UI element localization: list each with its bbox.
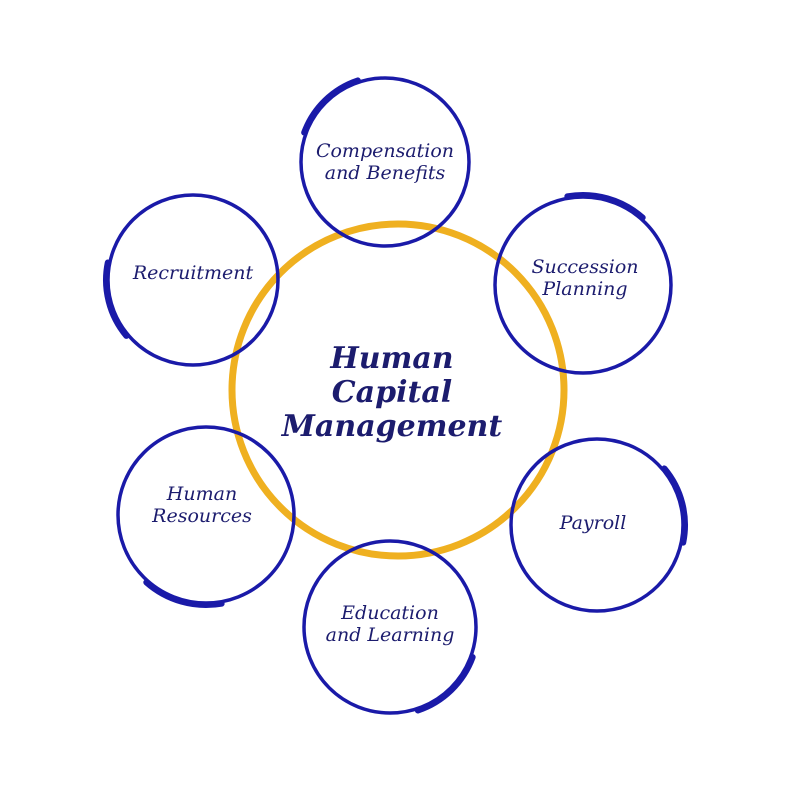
node-ring-accent	[564, 192, 646, 221]
center-title-line: Management	[281, 409, 503, 444]
center-title-line: Capital	[331, 375, 453, 410]
node-label-line: Payroll	[559, 512, 627, 534]
node-label-line: Compensation	[315, 140, 455, 162]
node-label-line: Recruitment	[132, 262, 254, 284]
node-ring-compensation	[299, 76, 471, 248]
node-ring-accent	[301, 77, 361, 136]
center-title: Human Capital Management	[282, 342, 502, 444]
node-ring-education	[302, 539, 478, 715]
center-title-line: Human	[330, 341, 454, 376]
node-label-line: Education	[341, 602, 439, 624]
node-ring-accent	[143, 579, 225, 608]
node-label-line: and Learning	[325, 624, 455, 646]
node-label-payroll: Payroll	[560, 512, 627, 534]
node-label-line: Planning	[542, 278, 628, 300]
node-ring-accent	[414, 654, 476, 714]
node-ring-accent	[661, 465, 688, 546]
node-label-line: and Benefits	[324, 162, 446, 184]
node-ring-accent	[103, 259, 130, 339]
node-label-line: Succession	[531, 256, 639, 278]
node-label-line: Resources	[152, 505, 252, 527]
node-label-line: Human	[166, 483, 238, 505]
node-label-recruitment: Recruitment	[133, 262, 253, 284]
center-ring	[228, 220, 568, 560]
